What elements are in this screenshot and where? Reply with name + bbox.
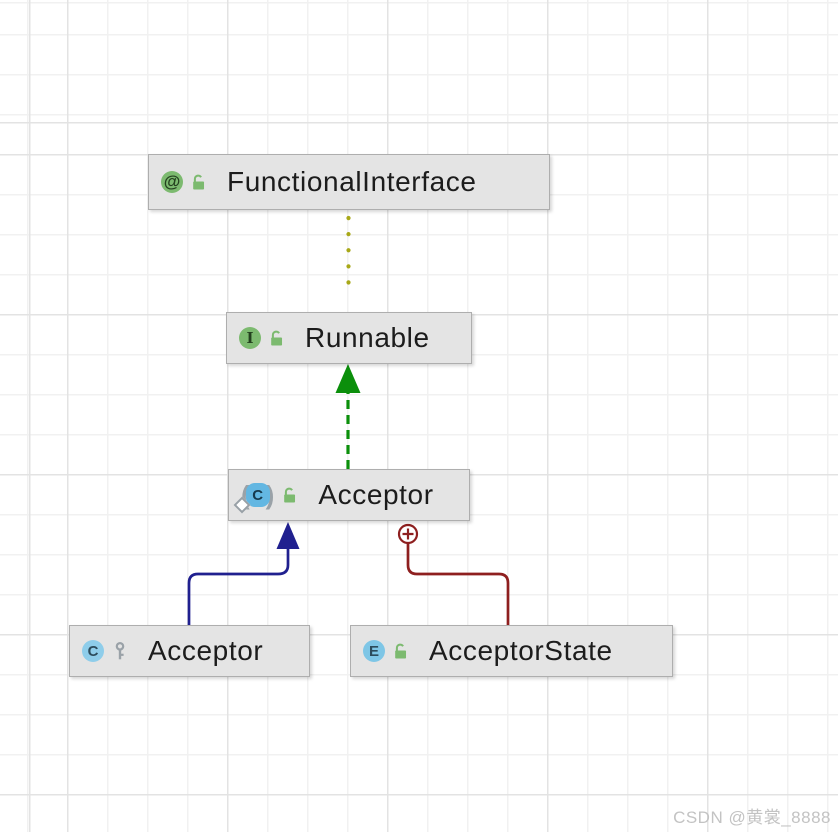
class-icon: C	[82, 640, 104, 662]
node-label: FunctionalInterface	[227, 166, 477, 197]
public-lock-icon	[193, 174, 205, 190]
paren-close-glyph: )	[265, 480, 275, 510]
paren-open-glyph: (	[241, 482, 250, 508]
node-label: Acceptor	[318, 479, 434, 510]
public-lock-icon	[284, 487, 296, 503]
node-acceptor-nested[interactable]: ( C ) Acceptor	[228, 469, 470, 521]
public-lock-icon	[395, 643, 407, 659]
node-label: AcceptorState	[429, 635, 613, 666]
node-acceptor[interactable]: C Acceptor	[69, 625, 310, 677]
class-letter-badge: C	[245, 483, 270, 507]
node-label: Runnable	[305, 322, 430, 353]
interface-icon: I	[239, 327, 261, 349]
node-label: Acceptor	[148, 635, 264, 666]
public-lock-icon	[271, 330, 283, 346]
csdn-watermark: CSDN @黄裳_8888	[673, 808, 831, 827]
edge-implements[interactable]	[335, 364, 361, 469]
edge-inner-class[interactable]	[397, 523, 510, 625]
annotation-icon: @	[161, 171, 183, 193]
package-private-key-icon	[115, 641, 125, 659]
anonymous-class-icon: ( C )	[233, 480, 275, 514]
node-functional-interface[interactable]: @ FunctionalInterface	[148, 154, 550, 210]
node-acceptor-state[interactable]: E AcceptorState	[350, 625, 673, 677]
enum-icon: E	[363, 640, 385, 662]
edge-extends[interactable]	[187, 522, 300, 625]
node-runnable[interactable]: I Runnable	[226, 312, 472, 364]
